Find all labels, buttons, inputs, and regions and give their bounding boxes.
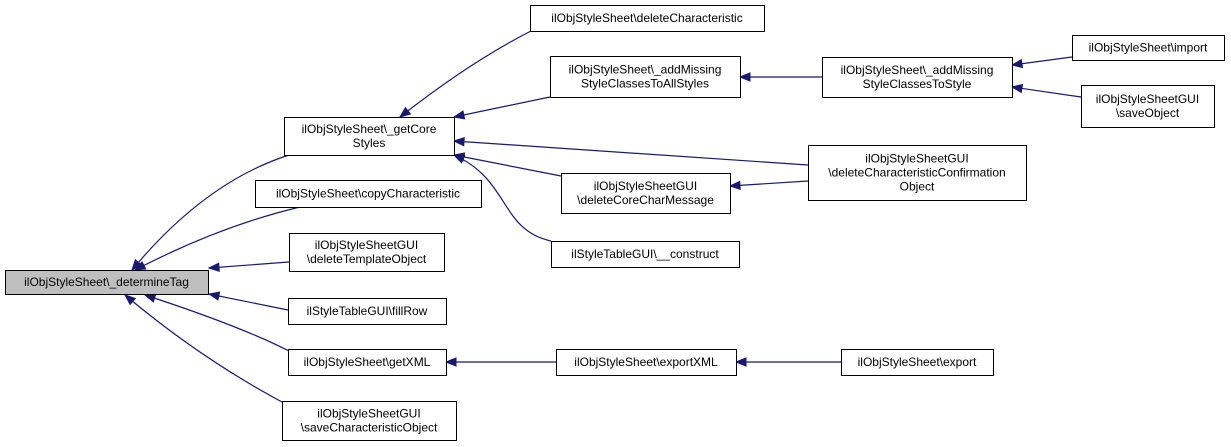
- node-label: ilObjStyleSheetGUI: [594, 179, 697, 193]
- node-copyCharacteristic[interactable]: ilObjStyleSheet\copyCharacteristic: [255, 180, 482, 208]
- node-label: ilObjStyleSheet\_getCore: [302, 122, 437, 136]
- node-label: ilObjStyleSheet\_determineTag: [24, 275, 189, 289]
- node-box: [561, 173, 731, 214]
- edge-deleteTemplateObject-to-determineTag: [208, 261, 290, 269]
- node-box: [556, 349, 737, 376]
- node-box: [289, 233, 445, 272]
- edge-getXML-to-determineTag: [144, 294, 290, 352]
- node-addMissingAll[interactable]: ilObjStyleSheet\_addMissingStyleClassesT…: [550, 56, 741, 98]
- arrowhead-addMissingStyle-to-addMissingAll: [738, 72, 751, 82]
- node-box: [1072, 35, 1225, 61]
- edge-deleteCharacteristic-to-getCoreStyles: [399, 30, 532, 118]
- arrowhead-deleteCharConfirm-to-deleteCoreCharMessage: [728, 180, 741, 191]
- node-label: ilObjStyleSheetGUI: [317, 407, 420, 421]
- edge-copyCharacteristic-to-determineTag: [134, 206, 301, 271]
- node-box: [288, 349, 447, 376]
- arrowhead-saveCharacteristicObject-to-determineTag: [123, 294, 137, 306]
- node-label: ilObjStyleSheetGUI: [865, 152, 968, 166]
- node-label: ilObjStyleSheetGUI: [315, 238, 418, 252]
- node-deleteCharConfirm[interactable]: ilObjStyleSheetGUI\deleteCharacteristicC…: [808, 145, 1027, 201]
- node-label: \deleteCoreCharMessage: [577, 193, 714, 207]
- nodes-layer: ilObjStyleSheet\_determineTag ilObjStyleS…: [5, 5, 1225, 441]
- node-label: ilStyleTableGUI\fillRow: [307, 304, 428, 318]
- edge-saveObject-to-addMissingStyle: [1011, 86, 1082, 98]
- node-export[interactable]: ilObjStyleSheet\export: [841, 349, 994, 376]
- node-box: [282, 401, 457, 441]
- node-label: ilObjStyleSheetGUI: [1096, 92, 1199, 106]
- arrowhead-saveObject-to-addMissingStyle: [1010, 83, 1024, 94]
- node-label: Object: [900, 180, 935, 194]
- edge-deleteCharConfirm-to-deleteCoreCharMessage: [729, 180, 809, 187]
- edge-addMissingAll-to-getCoreStyles: [453, 96, 551, 118]
- node-label: \saveObject: [1116, 106, 1180, 120]
- node-label: StyleClassesToAllStyles: [581, 77, 709, 91]
- arrowhead-deleteCharacteristic-to-getCoreStyles: [398, 106, 412, 118]
- node-saveObject[interactable]: ilObjStyleSheetGUI\saveObject: [1081, 85, 1215, 128]
- edges-layer: [123, 30, 1082, 403]
- node-exportXML[interactable]: ilObjStyleSheet\exportXML: [556, 349, 737, 376]
- node-label: ilObjStyleSheet\_addMissing: [841, 63, 994, 77]
- edge-fillRow-to-determineTag: [208, 293, 289, 311]
- edge-deleteCharConfirm-to-getCoreStyles: [453, 140, 809, 166]
- node-label: \saveCharacteristicObject: [301, 421, 438, 435]
- arrowhead-addMissingAll-to-getCoreStyles: [452, 110, 466, 120]
- node-deleteCharacteristic[interactable]: ilObjStyleSheet\deleteCharacteristic: [530, 5, 765, 32]
- node-label: ilObjStyleSheet\_addMissing: [569, 63, 722, 77]
- node-label: ilObjStyleSheet\exportXML: [574, 355, 718, 369]
- node-box: [550, 56, 741, 98]
- node-saveCharacteristicObject[interactable]: ilObjStyleSheetGUI\saveCharacteristicObj…: [282, 401, 457, 441]
- node-box: [5, 270, 209, 295]
- node-box: [1081, 85, 1215, 128]
- node-box: [551, 241, 740, 268]
- node-box: [822, 57, 1013, 98]
- node-deleteTemplateObject[interactable]: ilObjStyleSheetGUI\deleteTemplateObject: [289, 233, 445, 272]
- edge-saveCharacteristicObject-to-determineTag: [124, 294, 283, 403]
- node-box: [288, 298, 447, 325]
- node-label: ilObjStyleSheet\getXML: [304, 355, 431, 369]
- node-label: \deleteCharacteristicConfirmation: [828, 166, 1005, 180]
- node-label: StyleClassesToStyle: [863, 77, 972, 91]
- node-box: [284, 117, 455, 156]
- edge-getCoreStyles-to-determineTag: [131, 154, 290, 271]
- node-label: Styles: [353, 136, 386, 150]
- edge-construct-to-getCoreStyles: [453, 154, 552, 242]
- arrowhead-exportXML-to-getXML: [444, 357, 457, 367]
- node-fillRow[interactable]: ilStyleTableGUI\fillRow: [288, 298, 447, 325]
- node-label: ilObjStyleSheet\copyCharacteristic: [276, 187, 460, 201]
- node-addMissingStyle[interactable]: ilObjStyleSheet\_addMissingStyleClassesT…: [822, 57, 1013, 98]
- node-label: ilObjStyleSheet\deleteCharacteristic: [551, 11, 742, 25]
- node-label: ilObjStyleSheet\import: [1089, 41, 1208, 55]
- node-determineTag[interactable]: ilObjStyleSheet\_determineTag: [5, 270, 209, 295]
- node-construct[interactable]: ilStyleTableGUI\__construct: [551, 241, 740, 268]
- node-import[interactable]: ilObjStyleSheet\import: [1072, 35, 1225, 61]
- node-label: \deleteTemplateObject: [307, 252, 427, 266]
- node-label: ilStyleTableGUI\__construct: [571, 247, 719, 261]
- arrowhead-deleteCharConfirm-to-getCoreStyles: [452, 136, 465, 147]
- node-box: [530, 5, 765, 32]
- arrowhead-deleteTemplateObject-to-determineTag: [207, 262, 220, 272]
- arrowhead-fillRow-to-determineTag: [207, 291, 221, 301]
- node-deleteCoreCharMessage[interactable]: ilObjStyleSheetGUI\deleteCoreCharMessage: [561, 173, 731, 214]
- node-box: [841, 349, 994, 376]
- arrowhead-export-to-exportXML: [734, 357, 747, 367]
- edge-deleteCoreCharMessage-to-getCoreStyles: [453, 154, 562, 177]
- arrowhead-copyCharacteristic-to-determineTag: [133, 260, 147, 271]
- node-box: [255, 180, 482, 208]
- arrowhead-import-to-addMissingStyle: [1010, 58, 1024, 69]
- arrowhead-construct-to-getCoreStyles: [452, 154, 466, 164]
- arrowhead-getXML-to-determineTag: [143, 293, 157, 303]
- node-label: ilObjStyleSheet\export: [858, 355, 977, 369]
- node-getXML[interactable]: ilObjStyleSheet\getXML: [288, 349, 447, 376]
- node-box: [808, 145, 1027, 201]
